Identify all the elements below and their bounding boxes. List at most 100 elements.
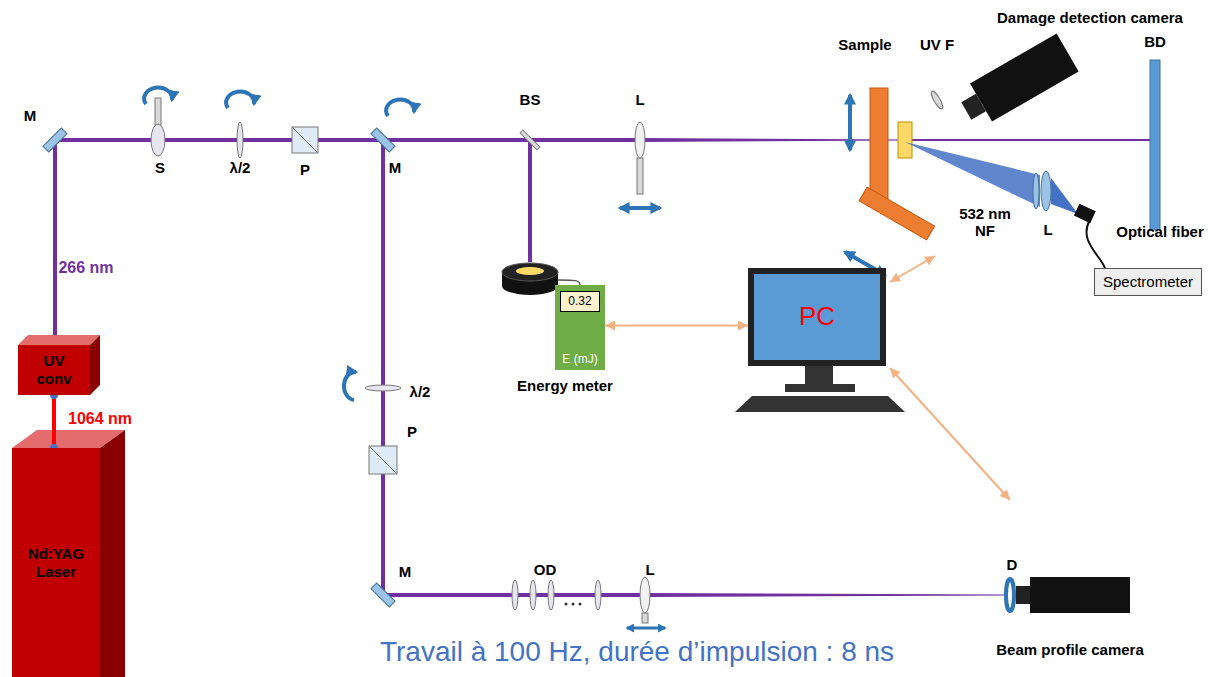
lens [1041, 171, 1051, 211]
energy-meter-box: E (mJ) 0.32 [555, 285, 605, 370]
sample-holder [859, 187, 935, 240]
part-label: 266 nm [58, 259, 113, 277]
beam-profile-camera [1030, 577, 1130, 613]
pc-monitor: PC [748, 268, 886, 366]
caption: Travail à 100 Hz, durée d’impulsion : 8 … [380, 638, 894, 666]
rotation-arrow [344, 372, 356, 400]
part-label: Energy meter [517, 377, 613, 394]
part-label: Damage detection camera [997, 9, 1183, 26]
lens-stem [642, 613, 648, 623]
part-label: BS [520, 91, 541, 108]
monitor-base [785, 384, 855, 392]
rotation-arrow [226, 92, 254, 108]
laser-side [100, 430, 125, 677]
data-link [605, 325, 748, 327]
half-wave-plate [365, 385, 401, 391]
part-label: M [399, 563, 412, 580]
part-label: L [635, 91, 644, 108]
density-filter [548, 580, 554, 610]
fiber-connector [1074, 204, 1096, 223]
keyboard [735, 396, 905, 412]
transmitted-beam [905, 139, 1150, 141]
density-filter [595, 580, 601, 610]
beam-splitter [520, 130, 540, 150]
detector-face [516, 267, 544, 275]
diaphragm [1006, 579, 1014, 611]
node-text: E (mJ) [562, 352, 597, 366]
node-text: 0.32 [568, 294, 591, 308]
spectrometer-box: Spectrometer [1094, 268, 1202, 296]
converter-side [90, 335, 100, 395]
part-label: Sample [838, 36, 891, 53]
laser-output [52, 395, 56, 448]
node-text: Nd:YAG Laser [26, 545, 86, 581]
control-link [890, 256, 935, 282]
ellipsis-dot [565, 603, 568, 606]
optical-fiber [1086, 220, 1105, 268]
converter-box: UV conv [18, 345, 90, 395]
density-filter [512, 580, 518, 610]
camera-lens [961, 94, 986, 120]
sample [898, 122, 912, 158]
part-label: M [24, 107, 37, 124]
rotation-arrow [144, 88, 172, 104]
focused-light [1051, 178, 1078, 214]
polarizer-diagonal [292, 127, 318, 153]
part-label: M [389, 159, 402, 176]
mirror [371, 583, 395, 607]
laser-box: Nd:YAG Laser [12, 448, 100, 677]
part-label: D [1007, 556, 1018, 573]
half-wave-plate [237, 122, 243, 158]
translation-arrow [627, 627, 665, 630]
translation-arrow [848, 95, 852, 150]
converter-top [18, 335, 100, 345]
part-label: Optical fiber [1116, 223, 1204, 240]
monitor-stand [805, 366, 833, 384]
polarizer-diagonal [369, 446, 397, 474]
part-label: OD [534, 561, 557, 578]
part-label: BD [1144, 33, 1166, 50]
focused-ref-beam [645, 593, 1005, 597]
notch-filter [1033, 173, 1039, 209]
connector-dots [50, 391, 58, 452]
focused-beam [640, 138, 905, 142]
sample-holder [870, 88, 888, 200]
node-text: PC [799, 301, 835, 332]
part-label: L [645, 561, 654, 578]
ellipsis-dot [572, 603, 575, 606]
rotation-arrow [386, 100, 414, 116]
lens [635, 122, 645, 158]
mirror [371, 128, 395, 152]
part-label: λ/2 [230, 159, 251, 176]
lens-stem [637, 158, 643, 194]
scattered-light [905, 142, 1040, 207]
node-text: UV conv [29, 352, 79, 388]
uv-beam [55, 140, 640, 340]
edge-label: 1064 nm [66, 409, 134, 427]
part-label: P [300, 161, 310, 178]
damage-camera [970, 33, 1079, 121]
split-beam [528, 140, 532, 262]
part-label: L [1043, 221, 1052, 238]
beam-dump [1150, 60, 1160, 230]
uv-filter [929, 90, 944, 110]
translation-arrow [620, 206, 660, 210]
polarizer-cube [369, 446, 397, 474]
node-text: Spectrometer [1103, 273, 1193, 291]
part-label: 532 nm NF [955, 205, 1015, 240]
reference-beam [383, 140, 645, 595]
shutter-stem [155, 98, 161, 125]
shutter [151, 124, 165, 156]
part-label: P [407, 423, 417, 440]
part-label: S [155, 159, 165, 176]
part-label: Beam profile camera [996, 641, 1144, 658]
polarizer-cube [292, 127, 318, 153]
energy-display: 0.32 [560, 291, 600, 312]
part-label: UV F [920, 36, 954, 53]
part-label: λ/2 [410, 383, 431, 400]
lens [640, 577, 650, 613]
energy-detector [502, 263, 558, 281]
